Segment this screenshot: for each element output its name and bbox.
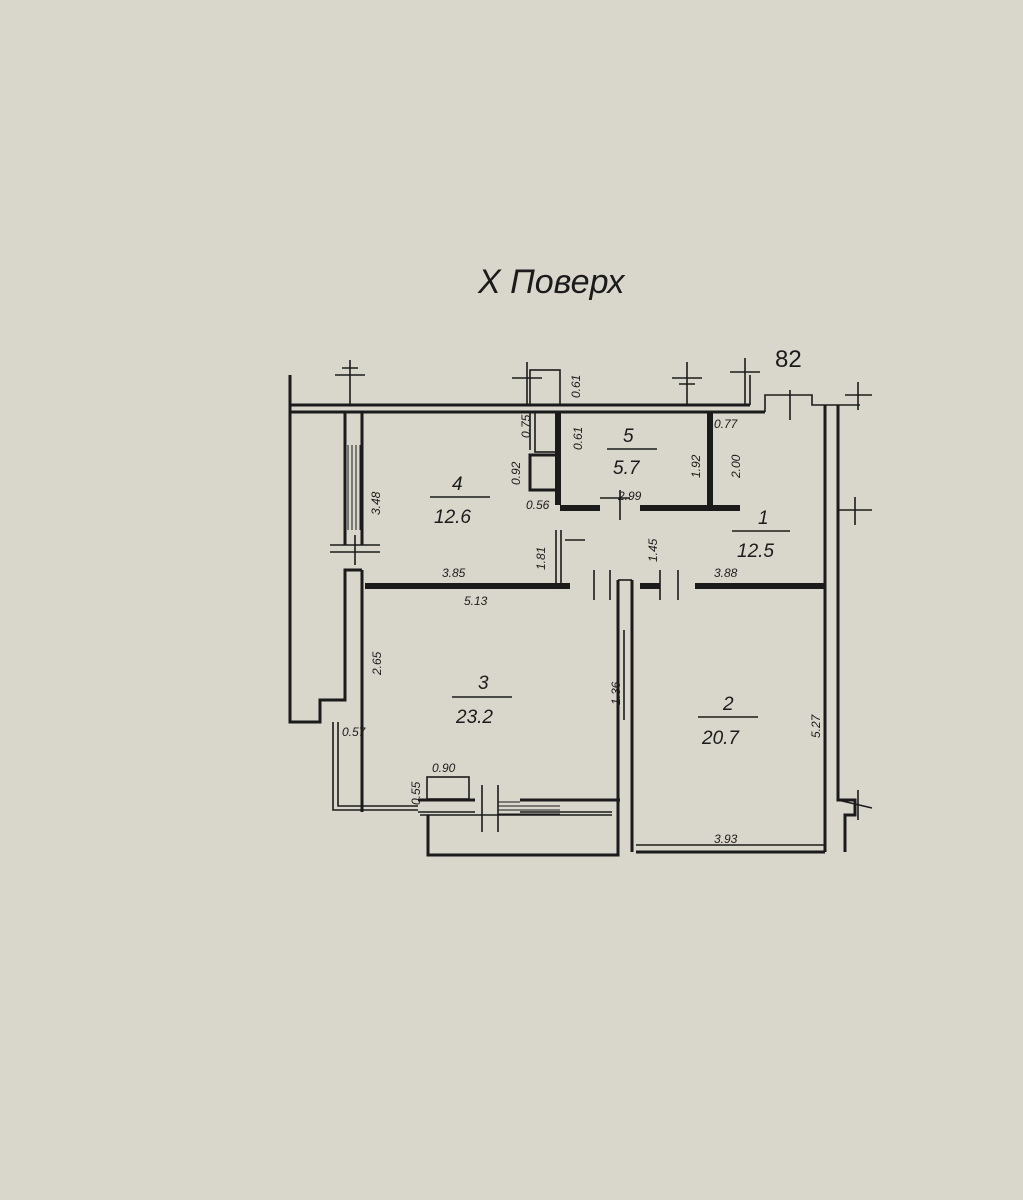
outer-walls — [288, 375, 860, 857]
room-area: 20.7 — [701, 728, 740, 749]
room-5-label: 5 5.7 — [607, 426, 657, 479]
dim-label: 3.93 — [714, 832, 738, 846]
room-area: 5.7 — [613, 458, 641, 479]
room-number: 4 — [452, 474, 463, 495]
room-3-label: 3 23.2 — [452, 673, 512, 728]
dim-label: 2.99 — [617, 489, 642, 503]
dim-label: 0.92 — [509, 461, 523, 485]
dim-label: 0.57 — [342, 725, 367, 739]
dim-label: 0.90 — [432, 761, 456, 775]
dim-label: 0.61 — [571, 427, 585, 450]
dimension-labels: 3.48 3.85 5.13 2.65 0.57 0.55 0.90 1.36 … — [342, 375, 823, 846]
room-number: 2 — [722, 694, 734, 715]
room-number: 3 — [478, 673, 489, 694]
room-number: 1 — [758, 508, 769, 529]
room-4-label: 4 12.6 — [430, 474, 490, 528]
stair-strip — [330, 445, 380, 565]
floor-title: X Поверх — [477, 263, 625, 301]
dim-label: 1.92 — [689, 454, 703, 478]
dim-label: 3.88 — [714, 566, 738, 580]
room-1-label: 1 12.5 — [732, 508, 790, 562]
dim-label: 0.77 — [714, 417, 739, 431]
dim-label: 3.48 — [369, 491, 383, 515]
dim-label: 2.00 — [729, 454, 743, 479]
room-labels: 4 12.6 5 5.7 1 12.5 3 23.2 2 20.7 — [430, 426, 790, 749]
dim-label: 0.56 — [526, 498, 550, 512]
room-number: 5 — [623, 426, 634, 447]
room-area: 23.2 — [455, 707, 493, 728]
dim-label: 0.75 — [519, 414, 533, 438]
dim-label: 3.85 — [442, 566, 466, 580]
room-2-label: 2 20.7 — [698, 694, 758, 749]
dim-label: 1.36 — [609, 681, 623, 705]
room-area: 12.5 — [737, 541, 774, 562]
dim-label: 0.61 — [569, 375, 583, 398]
dim-label: 1.81 — [534, 547, 548, 570]
dim-label: 5.13 — [464, 594, 488, 608]
interior-walls — [365, 369, 825, 589]
room-area: 12.6 — [434, 507, 471, 528]
sheet-number: 82 — [775, 346, 802, 373]
dim-label: 5.27 — [809, 713, 823, 738]
dim-label: 0.55 — [409, 781, 423, 805]
dim-label: 2.65 — [370, 651, 384, 676]
axis-marks — [335, 358, 873, 832]
dim-label: 1.45 — [646, 538, 660, 562]
